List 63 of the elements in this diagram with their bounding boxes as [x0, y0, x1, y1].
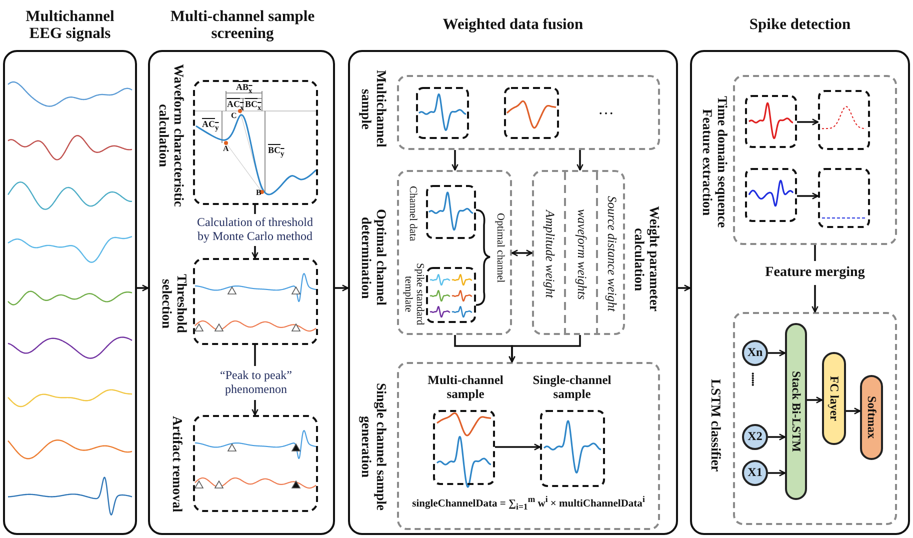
arrow	[846, 408, 861, 414]
input-label: Xn	[746, 344, 764, 362]
section-label: Single channel sample generation	[358, 382, 390, 513]
section-label: Weight parameter calculation	[631, 205, 663, 314]
arrow	[768, 434, 786, 440]
arrow	[807, 396, 823, 404]
panel-title: Weighted data fusion	[442, 15, 584, 36]
measure-label: AB$_{x}$	[236, 83, 252, 94]
layer-block	[860, 375, 883, 460]
arrow	[452, 150, 458, 171]
section-label: Waveform characteristic calculation	[156, 62, 188, 208]
arrow	[576, 150, 584, 171]
weight-label: Source distance weight	[604, 195, 620, 314]
ellipsis: …	[598, 102, 614, 118]
arrow	[797, 118, 819, 126]
plot-label: Channel data	[406, 185, 419, 244]
arrow	[335, 284, 349, 292]
point-label: C	[231, 112, 237, 120]
arrow	[768, 350, 786, 356]
arrow	[678, 284, 691, 292]
layer-label: Softmax	[864, 395, 880, 441]
section-label: Multichannel sample	[358, 69, 390, 150]
layer-label: FC layer	[826, 375, 843, 423]
weight-label: Amplitude weight	[542, 208, 558, 300]
plot-title: Multi-channel sample	[426, 372, 504, 403]
arrow	[768, 470, 786, 476]
panel-title: Multichannel EEG signals	[24, 6, 116, 44]
arrow	[137, 284, 149, 292]
layer-block	[785, 323, 807, 500]
panel-title: Multi-channel sample screening	[169, 6, 316, 44]
plot-box	[745, 95, 797, 148]
measure-label: AC$_{y}$	[202, 120, 219, 132]
section-label: Threshold selection	[158, 272, 190, 336]
measure-label: BC$_{y}$	[268, 146, 284, 158]
input-label: X2	[746, 428, 764, 446]
point-label: B	[256, 189, 262, 197]
input-label: X1	[746, 464, 764, 482]
plot-label: Spike standard template	[402, 262, 426, 328]
section-label: Optimal channel determination	[358, 208, 390, 308]
panel-title: Spike detection	[748, 15, 852, 36]
section-label: LSTM classifier	[707, 378, 724, 474]
section-label: Time domain sequence Feature extraction	[699, 95, 731, 230]
double-arrow	[511, 250, 533, 256]
arrow	[797, 192, 819, 200]
input-circle	[742, 460, 768, 486]
formula: singleChannelData = ∑$_{i=1}$$^{m}$ w$^{i}$ × multiChannelData$^{i}$	[411, 493, 646, 510]
input-circle	[742, 424, 768, 450]
measure-label: AC$_{x}$	[227, 100, 244, 112]
weight-label: waveform weights	[574, 208, 590, 302]
layer-label: Stack Bi-LSTM	[788, 370, 805, 454]
arrow	[508, 335, 581, 363]
plot-title: Single-channel sample	[532, 372, 612, 403]
plot-box	[818, 90, 870, 150]
layer-block	[822, 352, 846, 445]
section-label: Artifact removal	[168, 415, 186, 515]
ellipsis: ......	[750, 372, 763, 386]
brace-label: Optimal channel	[493, 212, 506, 285]
input-circle	[742, 340, 768, 366]
plot-box	[818, 168, 870, 228]
measure-label: BC$_{x}$	[245, 100, 262, 112]
arrow	[495, 444, 541, 450]
plot-box	[745, 168, 797, 222]
point-label: A	[223, 145, 229, 153]
